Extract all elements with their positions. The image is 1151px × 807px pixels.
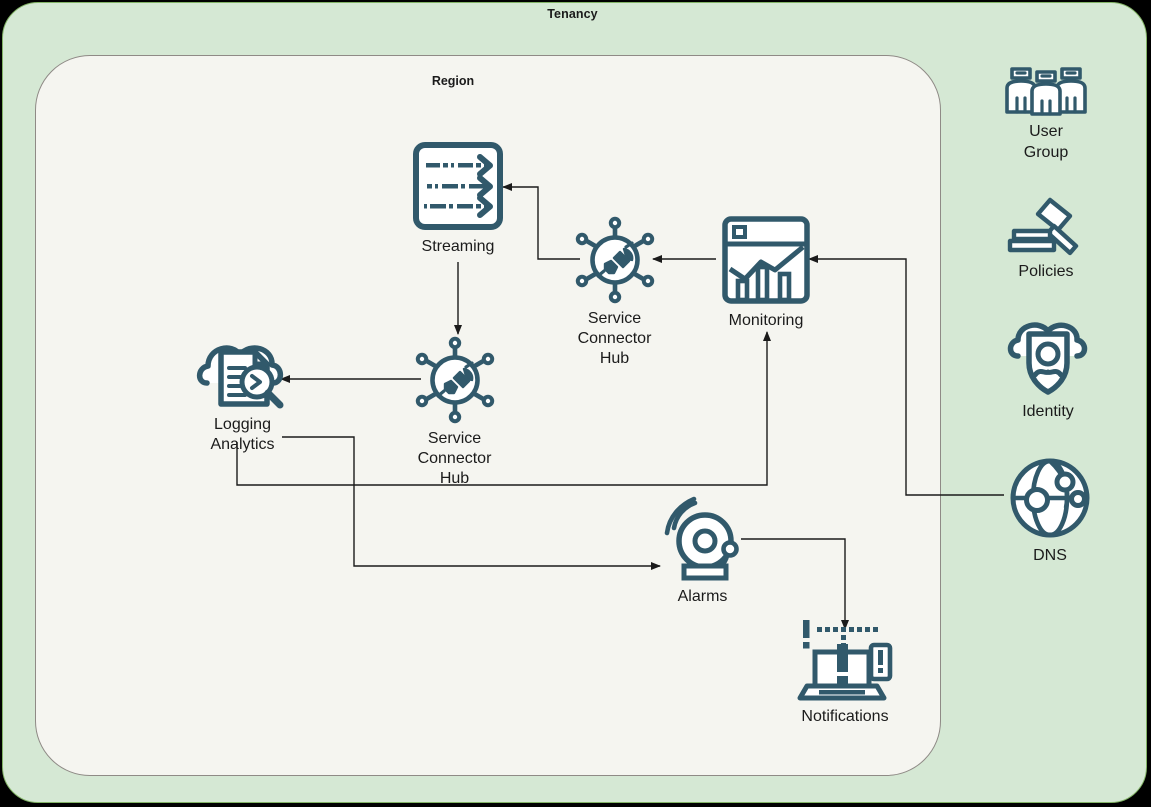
node-label-streaming: Streaming <box>421 238 495 255</box>
node-label-user-group: User Group <box>1023 123 1069 161</box>
node-alarms[interactable]: Alarms <box>655 496 750 607</box>
node-service-connector-hub-top[interactable]: Service Connector Hub <box>567 216 662 369</box>
node-label-monitoring: Monitoring <box>728 312 804 329</box>
node-label-logging-analytics: Logging Analytics <box>210 416 275 453</box>
node-label-dns: DNS <box>1033 547 1067 564</box>
node-notifications[interactable]: Notifications <box>795 612 895 727</box>
service-connector-hub-icon <box>571 216 659 304</box>
node-label-notifications: Notifications <box>801 708 889 725</box>
node-dns[interactable]: DNS <box>1004 456 1096 566</box>
streaming-icon <box>410 140 506 232</box>
node-identity[interactable]: Identity <box>1002 318 1094 422</box>
node-monitoring[interactable]: Monitoring <box>716 214 816 331</box>
node-label-alarms: Alarms <box>677 588 728 605</box>
tenancy-label: Tenancy <box>547 7 598 21</box>
monitoring-icon <box>720 214 812 306</box>
node-logging-analytics[interactable]: Logging Analytics <box>190 330 295 455</box>
node-label-service-connector-hub-top: Service Connector Hub <box>577 310 652 367</box>
node-user-group[interactable]: User Group <box>996 66 1096 163</box>
node-label-policies: Policies <box>1018 263 1074 280</box>
node-policies[interactable]: Policies <box>1000 197 1092 282</box>
node-streaming[interactable]: Streaming <box>408 140 508 257</box>
node-label-identity: Identity <box>1022 403 1074 420</box>
service-connector-hub-icon <box>411 336 499 424</box>
region-label: Region <box>431 74 475 88</box>
dns-globe-icon <box>1008 456 1092 540</box>
node-label-service-connector-hub-mid: Service Connector Hub <box>417 430 492 487</box>
identity-shield-icon <box>1004 318 1092 396</box>
alarms-bell-icon <box>657 496 749 582</box>
notifications-icon <box>797 612 893 702</box>
node-service-connector-hub-mid[interactable]: Service Connector Hub <box>407 336 502 489</box>
user-group-icon <box>1004 66 1088 116</box>
gavel-policies-icon <box>1006 197 1086 256</box>
logging-analytics-icon <box>195 330 291 410</box>
